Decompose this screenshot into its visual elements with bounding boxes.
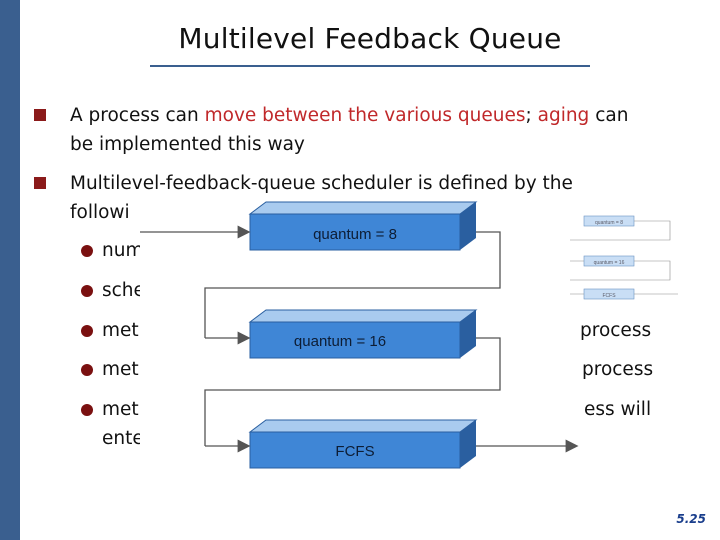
sub-item-5: met [102, 399, 139, 420]
queue-box-1: quantum = 8 [248, 201, 478, 251]
queue-1-label: quantum = 8 [313, 226, 397, 243]
sub-bullet-marker-1 [81, 245, 93, 257]
queue-3-label: FCFS [335, 443, 374, 460]
mini-connector-1 [570, 220, 671, 262]
queue-box-3: FCFS [248, 419, 478, 469]
mini-queue-3-label: FCFS [602, 293, 616, 299]
sub-bullet-marker-2 [81, 285, 93, 297]
mini-queue-2-label: quantum = 16 [594, 260, 625, 266]
bullet-1-highlight-aging: aging [537, 105, 590, 126]
sub-item-3: met [102, 320, 139, 341]
bullet-1-part-1: A process can [70, 105, 205, 126]
mini-queue-1-label: quantum = 8 [595, 220, 623, 226]
queue-2-label: quantum = 16 [294, 333, 386, 350]
bullet-2-line-2: followi [70, 202, 130, 223]
bullet-marker-2 [34, 177, 46, 189]
sub-item-3-tail: process [580, 320, 652, 341]
bullet-marker-1 [34, 109, 46, 121]
bullet-1-part-5: can [589, 105, 629, 126]
demotion-line-1 [204, 231, 501, 338]
sub-item-1: num [102, 240, 144, 261]
slide-sidebar [0, 0, 20, 540]
title-underline [150, 65, 590, 67]
mini-queue-diagram: quantum = 8 quantum = 16 FCFS [570, 215, 678, 300]
bullet-2-line-1: Multilevel-feedback-queue scheduler is d… [70, 173, 573, 194]
queue-diagram: quantum = 8 quantum = 16 FCFS [140, 198, 580, 480]
bullet-1-highlight-move: move between the various queues [204, 105, 526, 126]
bullet-1-part-3: ; [525, 105, 538, 126]
slide-title: Multilevel Feedback Queue [178, 22, 562, 55]
sub-item-4: met [102, 359, 139, 380]
demotion-line-2 [204, 337, 501, 446]
bullet-1-line-2: be implemented this way [70, 134, 305, 155]
title-container: Multilevel Feedback Queue [20, 22, 720, 55]
sub-bullet-marker-4 [81, 364, 93, 376]
sub-item-2: sche [102, 280, 145, 301]
sub-item-4-tail: process [582, 359, 654, 380]
sub-item-5-line-2: ente [102, 428, 144, 449]
mini-connector-2 [570, 260, 671, 295]
sub-bullet-marker-3 [81, 325, 93, 337]
queue-box-2: quantum = 16 [248, 309, 478, 359]
bullet-1-line-1: A process can move between the various q… [70, 101, 690, 130]
page-number: 5.25 [676, 512, 706, 526]
sub-bullet-marker-5 [81, 404, 93, 416]
sub-item-5-tail: ess will [584, 399, 652, 420]
